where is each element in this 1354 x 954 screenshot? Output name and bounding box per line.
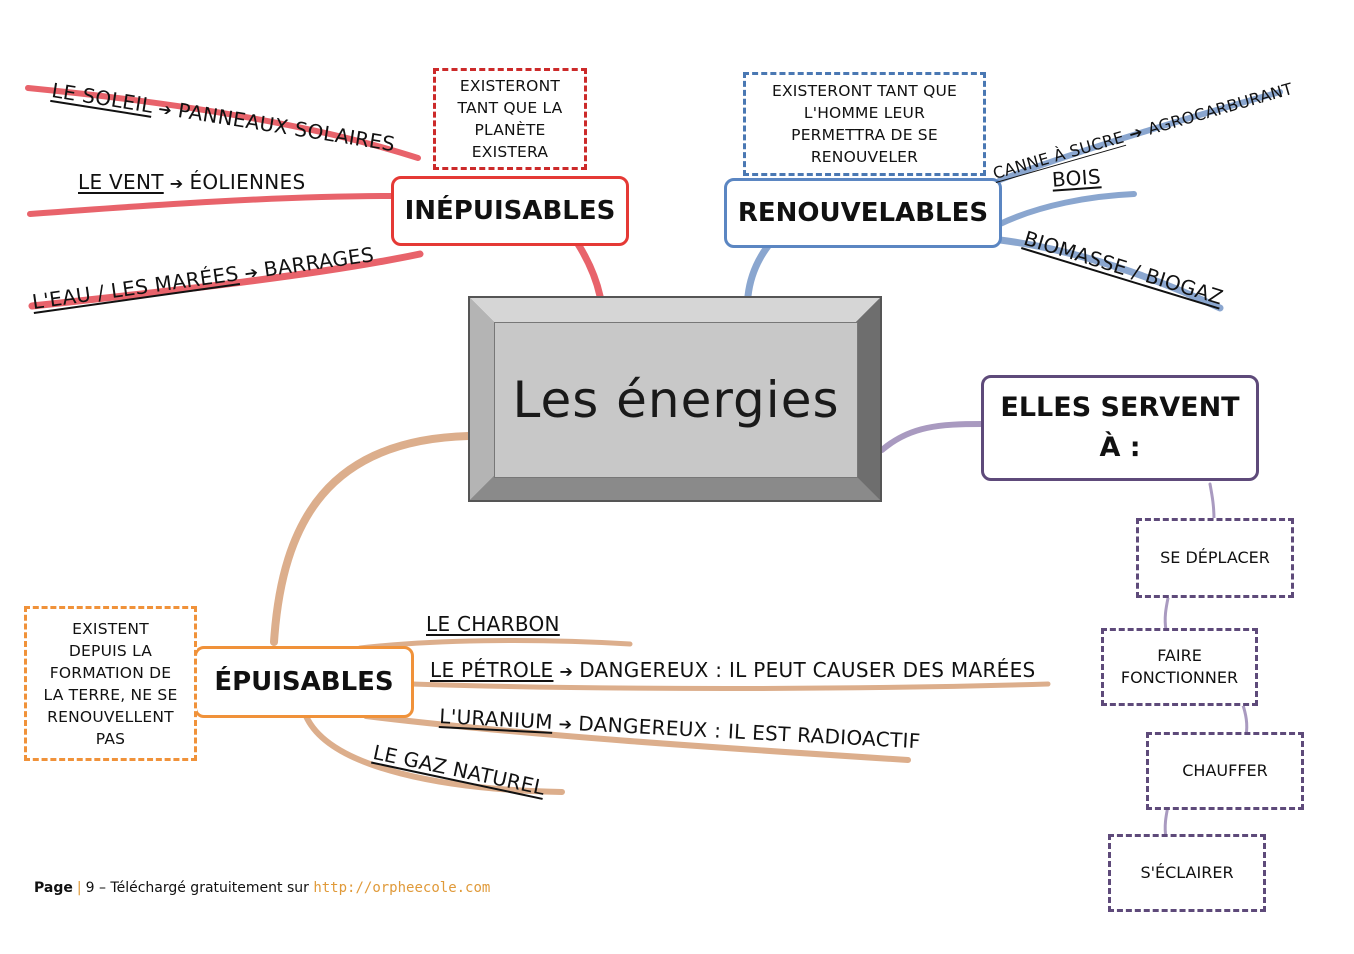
item-charbon-source: LE CHARBON (426, 612, 560, 636)
arrow-icon: ➔ (1126, 121, 1146, 145)
node-epuisables: ÉPUISABLES (194, 646, 414, 718)
arrow-icon: ➔ (558, 714, 573, 734)
item-vent-source: LE VENT (78, 170, 164, 194)
item-petrole-source: LE PÉTROLE (430, 658, 554, 682)
arrow-icon: ➔ (243, 262, 260, 284)
branch-biomasse (996, 236, 1224, 312)
arrow-icon: ➔ (559, 662, 574, 681)
page-title: Les énergies (512, 371, 840, 429)
node-renouvelables-label: RENOUVELABLES (737, 198, 989, 228)
node-usages-label: ELLES SERVENT À : (1000, 392, 1240, 463)
usage-chauffer-label: CHAUFFER (1182, 761, 1268, 780)
note-inepuisables-text: EXISTERONT TANT QUE LA PLANÈTE EXISTERA (457, 77, 563, 161)
note-renouvelables-text: EXISTERONT TANT QUE L'HOMME LEUR PERMETT… (771, 82, 958, 166)
usage-faire-fonctionner: FAIRE FONCTIONNER (1101, 628, 1258, 706)
branch-inepuisables-center (574, 240, 604, 300)
footer-link[interactable]: http://orpheecole.com (313, 880, 491, 896)
note-epuisables: EXISTENT DEPUIS LA FORMATION DE LA TERRE… (24, 606, 197, 761)
branch-petrole (409, 681, 1051, 691)
usage-s-eclairer: S'ÉCLAIRER (1108, 834, 1266, 912)
node-epuisables-label: ÉPUISABLES (214, 667, 394, 697)
note-epuisables-text: EXISTENT DEPUIS LA FORMATION DE LA TERRE… (43, 619, 178, 748)
item-petrole: LE PÉTROLE ➔ DANGEREUX : IL PEUT CAUSER DE… (430, 658, 1036, 682)
central-node: Les énergies (468, 296, 882, 502)
node-inepuisables: INÉPUISABLES (391, 176, 629, 246)
item-vent-result: ÉOLIENNES (189, 170, 306, 194)
branch-eau (28, 250, 424, 310)
branch-canne (997, 89, 1283, 183)
node-inepuisables-label: INÉPUISABLES (404, 196, 616, 226)
usage-se-deplacer: SE DÉPLACER (1136, 518, 1294, 598)
branch-usages-center (879, 421, 985, 453)
usage-s-eclairer-label: S'ÉCLAIRER (1140, 863, 1234, 882)
usage-chauffer: CHAUFFER (1146, 732, 1304, 810)
footer-page-number: 9 (85, 880, 95, 896)
item-charbon: LE CHARBON (426, 612, 560, 636)
branch-bois (997, 191, 1137, 227)
bevel-frame (470, 298, 880, 500)
footer-page-label: Page (34, 880, 73, 896)
note-inepuisables: EXISTERONT TANT QUE LA PLANÈTE EXISTERA (433, 68, 587, 170)
item-bois-source: BOIS (1051, 164, 1102, 192)
branch-gaz (303, 713, 565, 795)
footer-text: – Téléchargé gratuitement sur (98, 880, 309, 896)
branch-renouvelables-center (744, 242, 772, 300)
branch-soleil (25, 85, 421, 161)
branch-epuisables-center (270, 432, 472, 646)
node-usages: ELLES SERVENT À : (981, 375, 1259, 481)
central-node-face: Les énergies (494, 322, 858, 478)
note-renouvelables: EXISTERONT TANT QUE L'HOMME LEUR PERMETT… (743, 72, 986, 176)
branch-uranium (363, 713, 911, 763)
arrow-icon: ➔ (157, 99, 174, 120)
branch-vent (27, 193, 395, 217)
link-usage-1 (1208, 482, 1216, 522)
item-bois: BOIS (1051, 164, 1101, 191)
item-vent: LE VENT ➔ ÉOLIENNES (78, 170, 305, 194)
arrow-icon: ➔ (169, 174, 184, 193)
node-renouvelables: RENOUVELABLES (724, 178, 1002, 248)
usage-faire-fonctionner-label: FAIRE FONCTIONNER (1120, 646, 1239, 687)
branch-charbon (357, 638, 633, 651)
item-petrole-result: DANGEREUX : IL PEUT CAUSER DES MARÉES (579, 658, 1036, 682)
link-usage-3 (1240, 700, 1249, 738)
footer-separator: | (76, 880, 82, 896)
link-usage-2 (1163, 596, 1170, 632)
usage-se-deplacer-label: SE DÉPLACER (1160, 548, 1270, 567)
page-footer: Page|9 – Téléchargé gratuitement sur htt… (34, 880, 490, 896)
